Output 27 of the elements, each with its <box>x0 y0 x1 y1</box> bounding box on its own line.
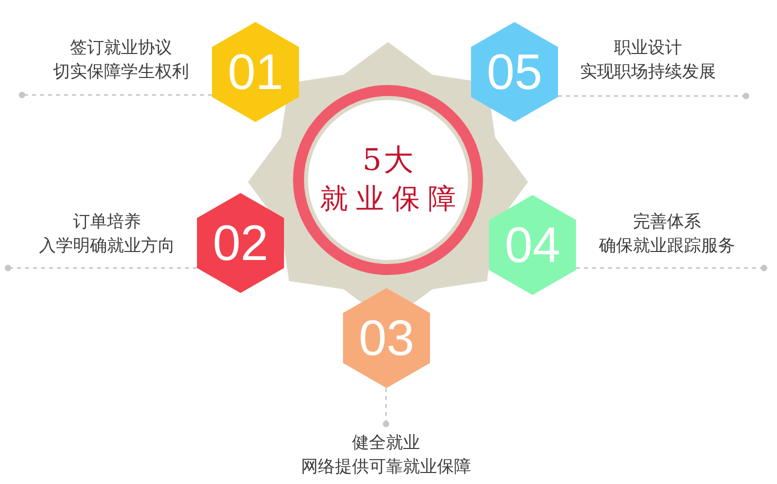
description-text: 订单培养 <box>73 211 141 233</box>
title-text: 就业保障 <box>319 181 464 217</box>
description-text: 确保就业跟踪服务 <box>599 235 735 257</box>
step-number: 03 <box>358 313 414 363</box>
dashed-leader-line <box>382 388 390 428</box>
hexagon-badge <box>471 22 558 122</box>
description-text: 实现职场持续发展 <box>580 61 716 83</box>
hexagon-badge <box>197 193 284 293</box>
hexagon-badge <box>343 288 430 388</box>
hexagon-badge <box>489 195 576 295</box>
step-number: 02 <box>212 218 268 268</box>
description-text: 签订就业协议 <box>70 37 172 59</box>
description-text: 健全就业 <box>352 432 420 454</box>
hexagon-badge <box>212 22 299 122</box>
description-text: 切实保障学生权利 <box>53 61 189 83</box>
dashed-leader-line <box>18 92 212 98</box>
dashed-leader-line <box>4 264 197 272</box>
step-number: 01 <box>228 47 284 97</box>
step-number: 05 <box>486 47 542 97</box>
step-number: 04 <box>504 220 560 270</box>
description-text: 职业设计 <box>614 37 682 59</box>
description-text: 网络提供可靠就业保障 <box>301 456 471 478</box>
title-text: 5大 <box>361 142 416 180</box>
dashed-leader-line <box>558 92 750 100</box>
description-text: 入学明确就业方向 <box>39 235 175 257</box>
description-text: 完善体系 <box>633 211 701 233</box>
dashed-leader-line <box>576 264 768 272</box>
